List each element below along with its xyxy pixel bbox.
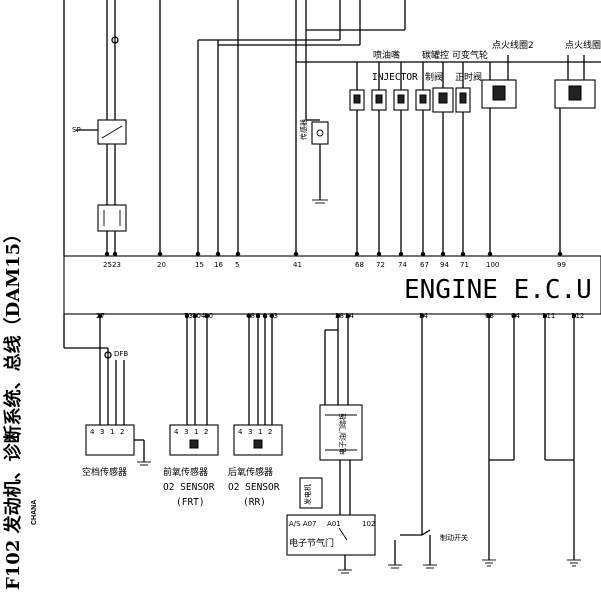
pedal-box xyxy=(319,404,363,461)
throttle-label: 发电机 xyxy=(303,484,312,505)
top-wires: 传感器 xyxy=(63,0,601,256)
ecu-pin-104: 104 xyxy=(192,312,206,320)
front-o2-label-cn: 前氧传感器 xyxy=(163,466,208,478)
a01-label: A01 xyxy=(327,520,341,528)
front-o2-label-en: O2 SENSOR xyxy=(163,482,215,493)
front-o2-pin-2: 2 xyxy=(204,428,208,436)
intake-sensor: 4 3 1 2 空档传感器 xyxy=(82,424,151,478)
relay-block: SP xyxy=(72,36,127,232)
pin-102-label: 102 xyxy=(362,520,375,528)
intake-pin-3: 3 xyxy=(100,428,104,436)
injector-cn: 喷油嘴 xyxy=(373,49,400,61)
top-junctions xyxy=(104,251,563,257)
ecu-pin-67: 67 xyxy=(420,261,429,269)
rear-o2-label-en: O2 SENSOR xyxy=(228,482,280,493)
small-sensor-label: 传感器 xyxy=(299,119,308,140)
ecu-pin-5: 5 xyxy=(235,261,239,269)
right-grounds xyxy=(482,559,581,567)
intake-pin-1: 1 xyxy=(110,428,114,436)
connector-box xyxy=(97,204,127,232)
ecu-pin-94: 94 xyxy=(440,261,449,269)
front-o2-sensor: 4 3 1 2 前氧传感器 O2 SENSOR (FRT) xyxy=(163,424,219,508)
coil1-label: 点火线圈1 xyxy=(565,39,601,51)
ignition-coils: 点火线圈2 点火线圈1 xyxy=(481,39,601,256)
ecu-pin-74: 74 xyxy=(398,261,407,269)
rear-o2-pin-4: 4 xyxy=(238,428,243,436)
front-o2-label-sub: (FRT) xyxy=(176,497,205,508)
rear-o2-pin-2: 2 xyxy=(268,428,272,436)
injectors: 喷油嘴 INJECTOR 碳罐控 制阀 可变气轮 正时阀 xyxy=(349,49,488,256)
bottom-junctions xyxy=(97,313,577,319)
bottom-wires: DFB xyxy=(63,314,575,560)
ecu-pin-68: 68 xyxy=(355,261,364,269)
ecu-pin-111: 111 xyxy=(542,312,555,320)
pedal-label: 电子油门踏板 xyxy=(338,413,347,455)
rear-o2-label-sub: (RR) xyxy=(243,497,266,508)
throttle-body-label: 电子节气门 xyxy=(289,537,334,549)
rear-o2-pin-3: 3 xyxy=(248,428,252,436)
front-o2-pin-4: 4 xyxy=(174,428,179,436)
rear-o2-pin-1: 1 xyxy=(258,428,262,436)
pedal-assembly: 电子油门踏板 发电机 A/S A07 A01 102 电子节气门 xyxy=(286,404,402,574)
ecu-pin-16: 16 xyxy=(214,261,223,269)
throttle-body-box xyxy=(286,514,376,556)
ecu-pin-100: 100 xyxy=(486,261,499,269)
a-pins-label: A/S A07 xyxy=(289,520,317,528)
valve-label-2: 制阀 xyxy=(425,71,443,83)
brand-label: CHANA xyxy=(31,500,38,525)
vvt-label-2: 正时阀 xyxy=(455,71,482,83)
rear-o2-sensor: 4 3 1 2 后氧传感器 O2 SENSOR (RR) xyxy=(228,424,283,508)
intake-sensor-label: 空档传感器 xyxy=(82,466,127,478)
ecu-top-pins: 25 23 20 15 16 5 41 68 72 74 67 94 71 10… xyxy=(103,261,566,269)
ecu-pin-71: 71 xyxy=(460,261,469,269)
ecu-pin-72: 72 xyxy=(376,261,385,269)
rear-o2-label-cn: 后氧传感器 xyxy=(228,466,273,478)
front-o2-pin-1: 1 xyxy=(194,428,198,436)
ecu-pin-99: 99 xyxy=(557,261,566,269)
ecu-pin-112: 112 xyxy=(571,312,584,320)
brake-switch: 制动开关 xyxy=(421,529,468,569)
ecu-pin-20: 20 xyxy=(157,261,166,269)
throttle-box xyxy=(299,477,323,509)
ecu-box xyxy=(63,255,601,315)
ecu-pin-23: 23 xyxy=(112,261,121,269)
ecu-pin-41: 41 xyxy=(293,261,302,269)
intake-sensor-box xyxy=(85,424,135,456)
intake-pin-4: 4 xyxy=(90,428,95,436)
vvt-label-1: 可变气轮 xyxy=(452,49,488,61)
valve-label-1: 碳罐控 xyxy=(422,49,449,61)
small-sensor-icon xyxy=(316,129,324,137)
ecu-title: ENGINE E.C.U xyxy=(404,275,592,305)
brake-switch-label: 制动开关 xyxy=(440,533,468,542)
ecu-pin-25: 25 xyxy=(103,261,112,269)
dfb-node xyxy=(104,351,112,359)
coil2-label: 点火线圈2 xyxy=(492,39,534,51)
front-o2-pin-3: 3 xyxy=(184,428,188,436)
relay-pin-icon xyxy=(111,36,119,44)
small-sensor-box xyxy=(311,121,329,145)
dfb-label: DFB xyxy=(114,350,128,358)
sp-label: SP xyxy=(72,126,81,134)
ecu-pin-15: 15 xyxy=(195,261,204,269)
rear-o2-box xyxy=(233,424,283,456)
injector-en: INJECTOR xyxy=(372,72,418,83)
side-title: F102 发动机、诊断系统、总线（DAM15） xyxy=(2,225,24,590)
intake-pin-2: 2 xyxy=(120,428,124,436)
